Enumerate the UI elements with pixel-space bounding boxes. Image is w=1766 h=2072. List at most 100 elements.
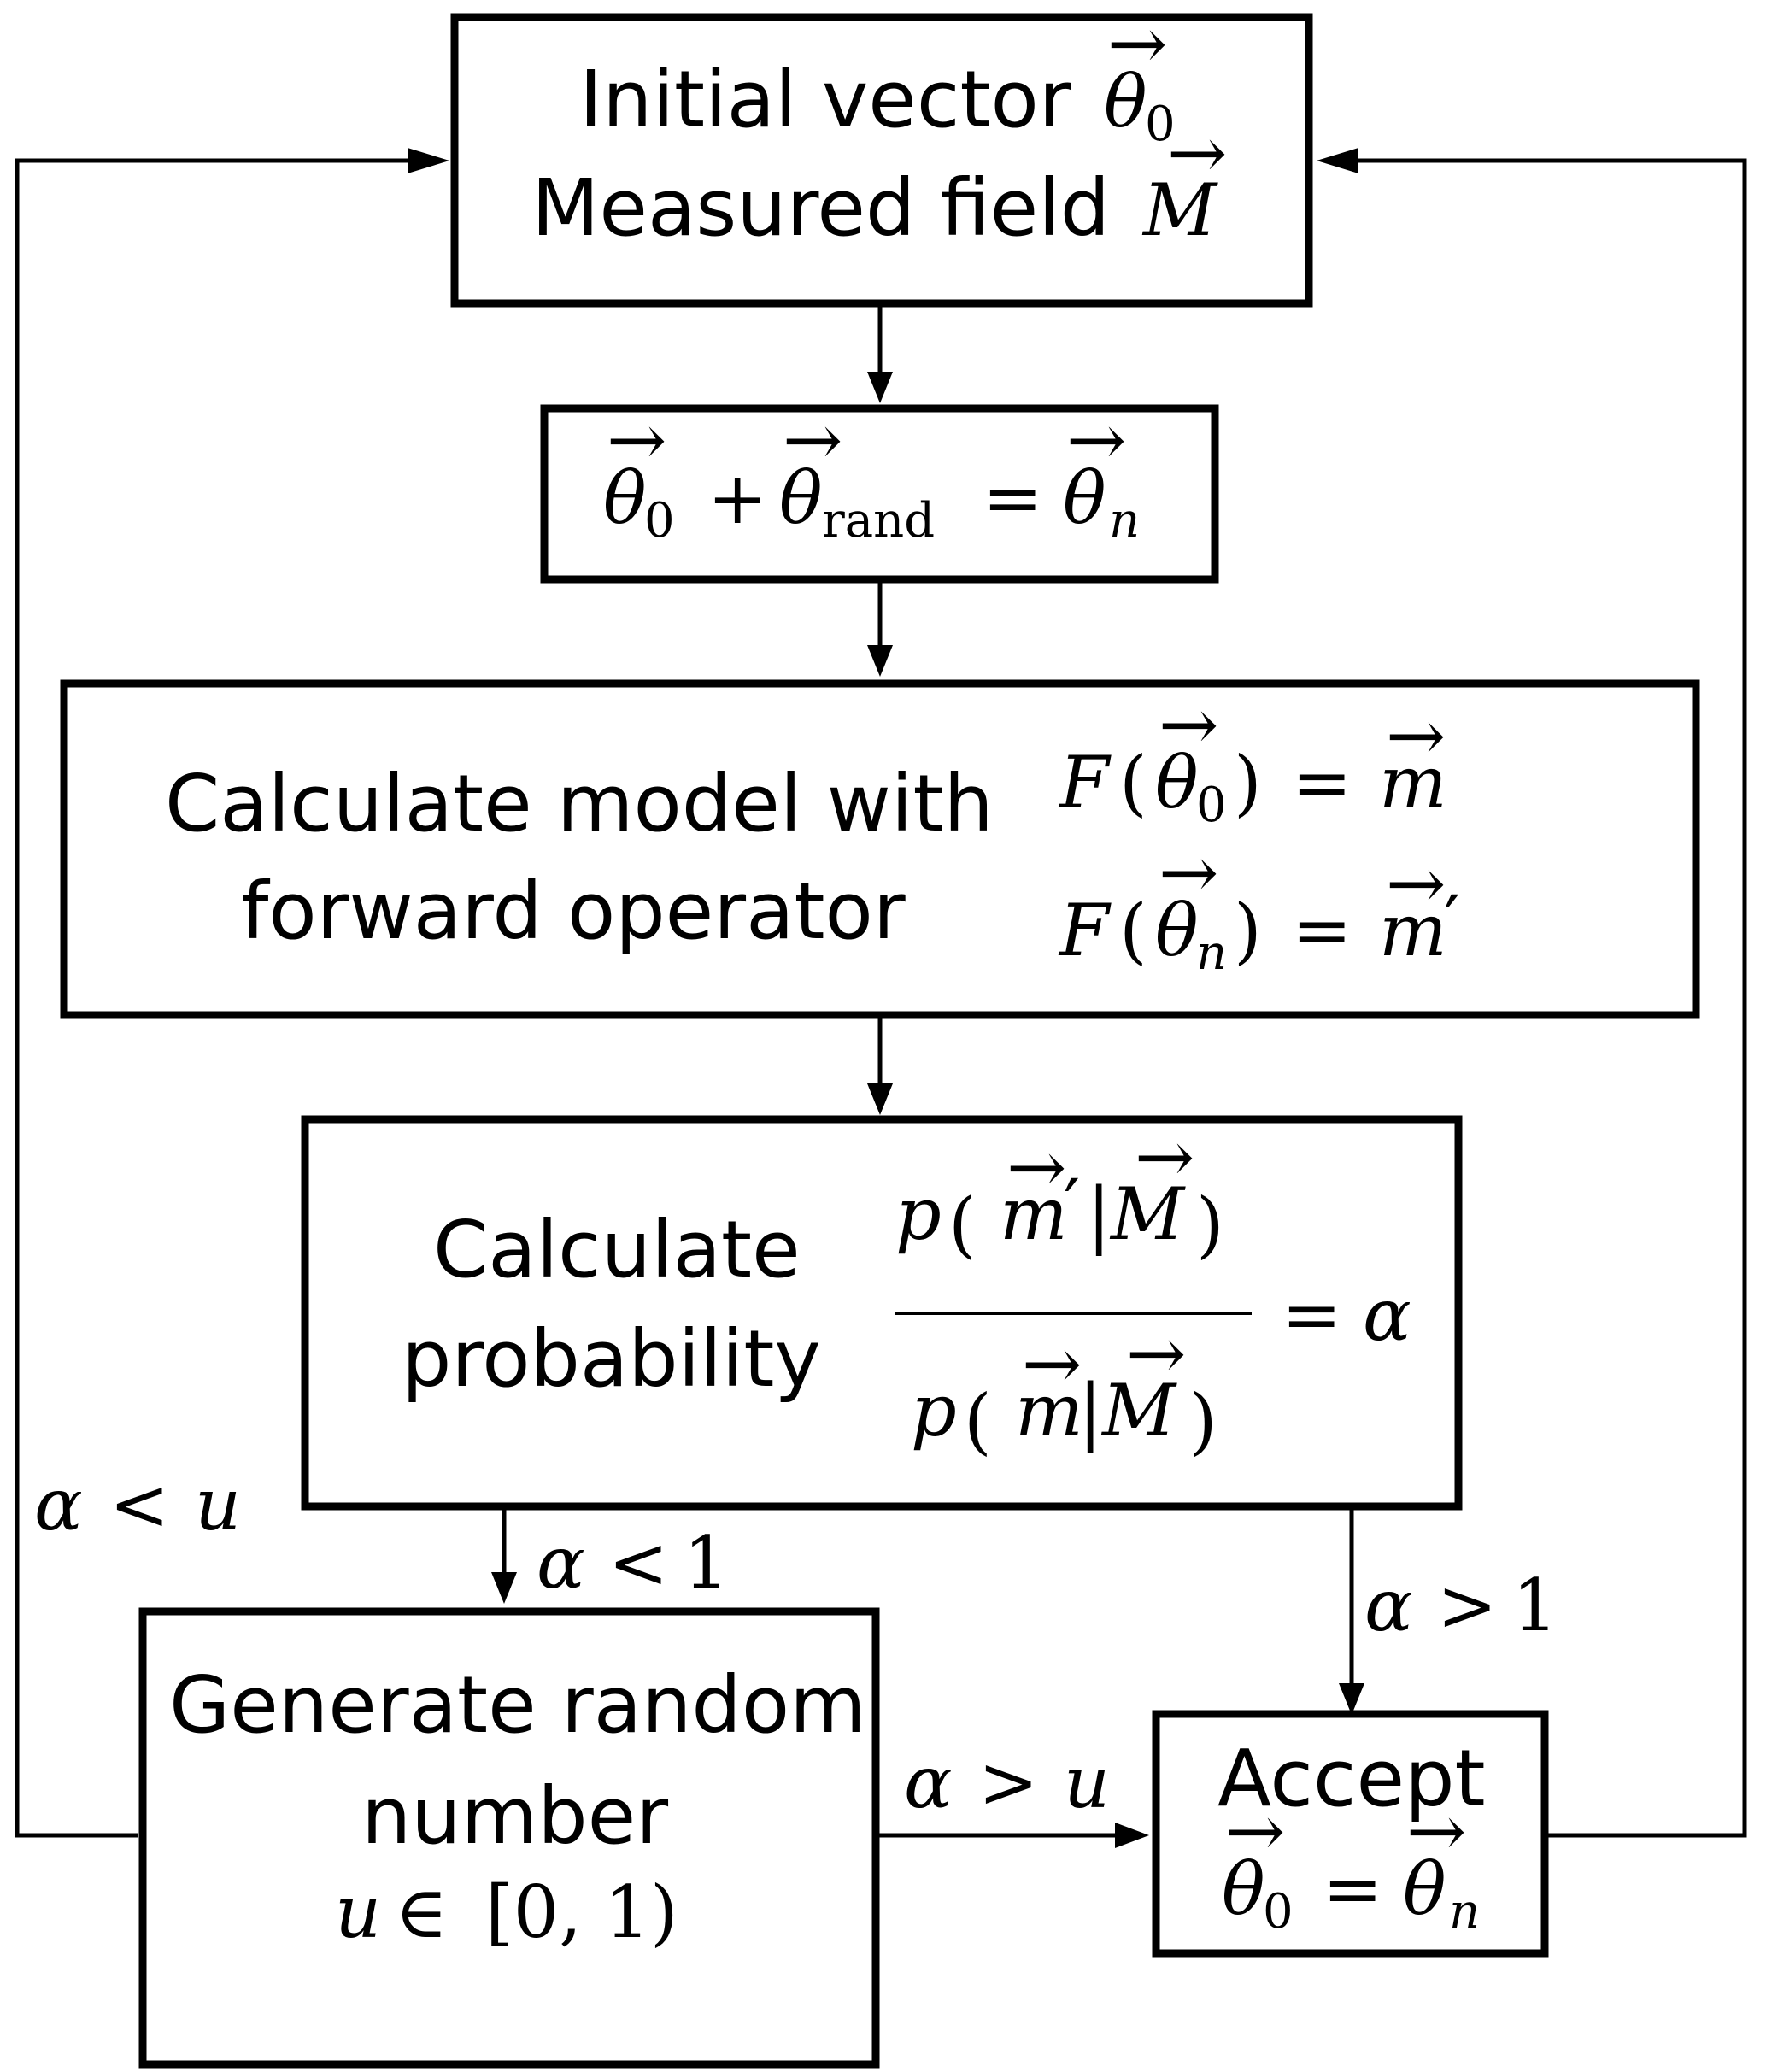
theta-symbol: θ: [1155, 889, 1199, 972]
measured-field-vector: M →: [1141, 111, 1227, 252]
vector-arrow-icon: →: [1066, 398, 1126, 482]
subscript-n: n: [1449, 1884, 1480, 1940]
edge-label-lhs: α: [34, 1463, 83, 1547]
vector-arrow-icon: →: [1167, 111, 1227, 195]
element-of-symbol: ∈: [395, 1870, 448, 1954]
arrowhead-perturb-to-forward: [867, 645, 893, 677]
subscript-n: n: [1109, 493, 1140, 549]
theta-symbol: θ: [1155, 741, 1199, 825]
accept-equation: θ → 0 = θ → n: [1222, 1789, 1480, 1940]
theta-symbol: θ: [1222, 1847, 1265, 1931]
subscript-zero: 0: [1145, 97, 1176, 152]
m-symbol: m: [1379, 741, 1447, 825]
theta0-vector: θ → 0: [1104, 2, 1176, 152]
subscript-zero: 0: [644, 493, 675, 549]
right-paren: ): [1234, 741, 1262, 825]
forward-box: [60, 679, 1700, 1019]
right-paren: ): [1234, 889, 1262, 972]
arrowhead-random-to-accept: [1115, 1823, 1149, 1848]
edge-label-op: >: [978, 1740, 1038, 1824]
random-box: [138, 1607, 880, 2069]
init-line1: Initial vector: [579, 54, 1071, 145]
vector-arrow-icon: →: [1107, 2, 1167, 85]
p-symbol: p: [895, 1172, 942, 1256]
conditional-bar: |: [1087, 1172, 1111, 1256]
prime-mark: ′: [1444, 880, 1460, 964]
connectors: [15, 148, 1747, 1848]
vector-arrow-icon: →: [1386, 842, 1446, 925]
theta-symbol: θ: [603, 456, 647, 540]
subscript-zero: 0: [1196, 778, 1227, 833]
p-symbol: p: [911, 1369, 957, 1453]
forward-line1: Calculate model with: [165, 758, 994, 849]
edge-accept-to-init: [1350, 158, 1747, 1838]
vector-arrow-icon: →: [1406, 1789, 1466, 1873]
vector-arrow-icon: →: [783, 398, 842, 482]
F-symbol: F: [1058, 741, 1112, 825]
random-domain: u ∈ [0, 1): [335, 1870, 678, 1954]
subscript-zero: 0: [1263, 1884, 1294, 1940]
right-paren: ): [1196, 1183, 1224, 1266]
vector-arrow-icon: →: [1386, 694, 1446, 778]
vector-arrow-icon: →: [607, 398, 666, 482]
u-symbol: u: [335, 1870, 381, 1954]
forward-line2: forward operator: [241, 866, 906, 957]
equals-sign: =: [1282, 1273, 1341, 1357]
left-paren: (: [1119, 889, 1147, 972]
arrowhead-prob-to-accept: [1339, 1683, 1364, 1715]
vector-arrow-icon: →: [1006, 1125, 1066, 1209]
equals-sign: =: [1292, 741, 1352, 825]
forward-equation-2: F ( θ → n ) = m → ′: [1058, 831, 1460, 981]
init-line2: Measured field: [531, 162, 1110, 254]
m-symbol: m: [1000, 1172, 1068, 1256]
vector-arrow-icon: →: [1135, 1115, 1194, 1199]
edge-label-rhs: u: [1064, 1740, 1110, 1824]
edge-label-op: <: [109, 1463, 169, 1547]
edge-label-lhs: α: [537, 1521, 585, 1605]
interval-value: [0, 1): [485, 1870, 678, 1954]
vector-arrow-icon: →: [1159, 683, 1218, 766]
theta-symbol: θ: [1063, 456, 1106, 540]
m-symbol: m: [1379, 889, 1447, 972]
plus-sign: +: [707, 456, 767, 540]
M-symbol: M: [1109, 1172, 1186, 1256]
arrowhead-prob-to-random: [491, 1572, 517, 1604]
forward-equation-1: F ( θ → 0 ) = m →: [1058, 683, 1447, 833]
equals-sign: =: [1323, 1847, 1382, 1931]
edge-random-to-init: [15, 158, 414, 1838]
edge-label-alpha-lt-u: α < u: [34, 1463, 241, 1547]
edge-label-op: <: [608, 1521, 668, 1605]
acceptance-ratio: p ( m → ′ | M → ) p ( m → | M → ) = α: [895, 1115, 1411, 1463]
arrowhead-init-to-perturb: [867, 372, 893, 403]
edge-label-rhs: 1: [684, 1521, 729, 1605]
arrowhead-accept-to-init: [1317, 148, 1358, 173]
left-paren: (: [964, 1379, 992, 1463]
prob-line1: Calculate: [433, 1204, 801, 1295]
edge-label-alpha-gt-1: α > 1: [1364, 1564, 1558, 1647]
subscript-n: n: [1196, 925, 1227, 981]
M-symbol: M: [1100, 1369, 1177, 1453]
theta-symbol: θ: [1403, 1847, 1446, 1931]
right-paren: ): [1189, 1379, 1217, 1463]
random-line2: number: [361, 1770, 668, 1862]
M-symbol: M: [1141, 168, 1218, 252]
arrowhead-forward-to-prob: [867, 1083, 893, 1115]
theta-symbol: θ: [1104, 60, 1147, 144]
edge-label-alpha-lt-1: α < 1: [537, 1521, 729, 1605]
alpha-symbol: α: [1363, 1273, 1411, 1357]
left-paren: (: [1119, 741, 1147, 825]
perturb-box: [540, 404, 1219, 584]
equals-sign: =: [983, 456, 1042, 540]
vector-arrow-icon: →: [1126, 1312, 1186, 1395]
prime-mark: ′: [1064, 1164, 1080, 1247]
arrowhead-random-to-init: [408, 148, 449, 173]
edge-label-lhs: α: [904, 1740, 953, 1824]
left-paren: (: [948, 1183, 977, 1266]
prob-line2: probability: [402, 1313, 821, 1405]
accept-box: [1152, 1710, 1549, 1958]
vector-arrow-icon: →: [1022, 1322, 1082, 1406]
prob-box: [301, 1115, 1463, 1511]
vector-arrow-icon: →: [1225, 1789, 1285, 1873]
edge-label-rhs: u: [195, 1463, 241, 1547]
